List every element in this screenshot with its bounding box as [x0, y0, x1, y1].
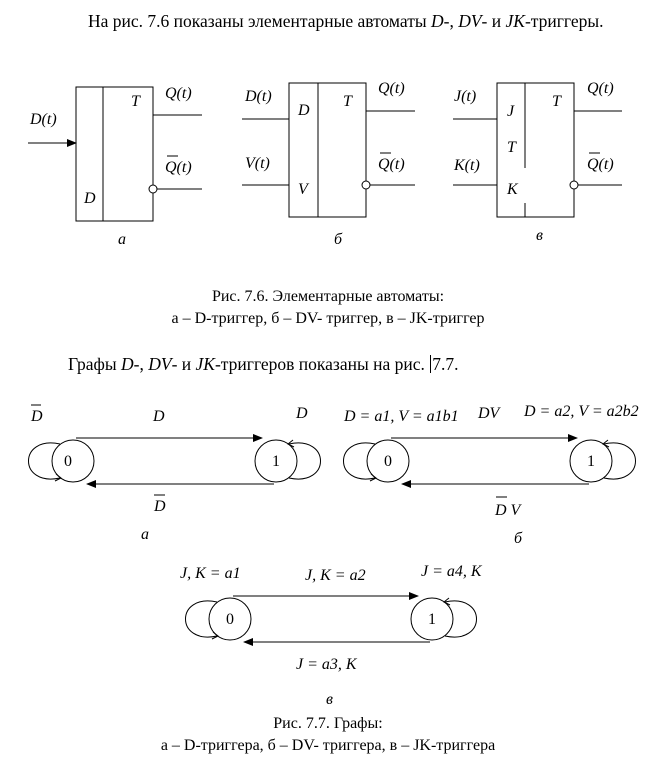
- fig76-b-input-v-label: V(t): [245, 155, 270, 172]
- para2-dv: DV: [148, 354, 172, 374]
- para2-s4: 7.7.: [432, 354, 459, 374]
- fig77-a-loop0: [28, 442, 61, 480]
- fig77-a-sublabel: а: [141, 526, 149, 543]
- fig76-b-sublabel: б: [334, 231, 343, 248]
- fig76-c-inner-t: T: [552, 93, 562, 110]
- fig76-c-input-k-label: K(t): [453, 157, 480, 174]
- fig76-c-box: [496, 82, 575, 218]
- fig76-c-sublabel: в: [536, 227, 543, 244]
- para2-jk: JK: [195, 354, 215, 374]
- fig77-a-graph: [28, 434, 321, 488]
- fig77-a-loop1: [288, 442, 321, 480]
- fig77-b-loop0: [343, 442, 376, 480]
- fig76-c-inverter-bubble: [569, 180, 579, 190]
- fig77-c-loop0-label: J, K = a1: [180, 565, 241, 582]
- fig77-caption-line1: Рис. 7.7. Графы:: [273, 715, 383, 732]
- graphs-paragraph: Графы D-, DV- и JK-триггеров показаны на…: [68, 354, 459, 375]
- fig77-c-loop1-label: J = a4, K: [421, 563, 483, 580]
- fig76-c-out-q: Q(t): [587, 80, 614, 97]
- fig76-a-inner-d: D: [83, 190, 96, 207]
- intro-sep2: - и: [481, 11, 506, 31]
- fig77-a-state0: 0: [64, 453, 72, 470]
- fig77-c-loop1: [444, 600, 477, 638]
- fig77-b-state1: 1: [587, 453, 595, 470]
- para2-s3: -триггеров показаны на рис.: [214, 354, 430, 374]
- fig77-b-loop0-label: D = a1, V = a1b1: [343, 408, 459, 425]
- intro-suffix: -триггеры.: [524, 11, 604, 31]
- fig76-c-input-j-label: J(t): [454, 88, 476, 105]
- fig76-c-inner-j: J: [507, 103, 515, 120]
- fig77-a-state1-node: [254, 439, 298, 483]
- fig77-c-sublabel: в: [326, 691, 333, 708]
- fig77-a-loop1-label: D: [295, 405, 308, 422]
- fig77-c-state1: 1: [428, 611, 436, 628]
- fig77-caption-line2: а – D-триггера, б – DV- триггера, в – JK…: [160, 737, 496, 754]
- fig76-c-jk-trigger: [453, 82, 622, 218]
- fig76-b-box: [288, 82, 367, 218]
- fig77-c-state0: 0: [226, 611, 234, 628]
- fig77-c-loop0-arrowhead: [211, 631, 219, 640]
- intro-text: На рис. 7.6 показаны элементарные автома…: [88, 11, 431, 31]
- fig76-c-inner-k: K: [506, 181, 519, 198]
- fig77-b-loop1-arrowhead: [602, 439, 610, 448]
- intro-d: D: [431, 11, 444, 31]
- fig76-a-sublabel: а: [118, 231, 126, 248]
- fig77-a-state1: 1: [272, 453, 280, 470]
- fig76-a-out-q: Q(t): [165, 85, 192, 102]
- fig76-b-inner-d: D: [297, 102, 310, 119]
- fig77-b-sublabel: б: [514, 530, 523, 547]
- fig77-b-loop0-arrowhead: [369, 473, 377, 482]
- fig77-c-graph: [185, 592, 477, 646]
- fig77-a-loop0-label: D: [30, 408, 43, 425]
- fig77-c-state0-node: [208, 597, 252, 641]
- fig77-b-top-label: DV: [477, 405, 502, 422]
- para2-s1: -,: [133, 354, 149, 374]
- fig77-b-state1-node: [569, 439, 613, 483]
- para2-prefix: Графы: [68, 354, 122, 374]
- fig76-a-out-qbar: Q(t): [165, 159, 192, 176]
- fig76-b-dv-trigger: [242, 82, 415, 218]
- fig76-a-box: [75, 86, 154, 222]
- fig77-c-loop1-arrowhead: [443, 597, 451, 606]
- fig77-b-bottom-label: D V: [494, 502, 523, 519]
- para2-s2: - и: [171, 354, 196, 374]
- intro-sep1: -,: [443, 11, 459, 31]
- fig77-b-graph: [343, 434, 636, 488]
- intro-jk: JK: [505, 11, 525, 31]
- fig76-b-out-q: Q(t): [378, 80, 405, 97]
- fig77-b-loop1: [603, 442, 636, 480]
- fig76-a-d-trigger: [28, 86, 202, 222]
- fig76-caption-line2: а – D-триггер, б – DV- триггер, в – JK-т…: [171, 310, 485, 327]
- fig76-b-inner-v: V: [298, 181, 310, 198]
- fig77-a-loop1-arrowhead: [287, 439, 295, 448]
- intro-paragraph: На рис. 7.6 показаны элементарные автома…: [28, 10, 643, 33]
- fig76-a-input-d-label: D(t): [29, 111, 57, 128]
- para2-d: D: [121, 354, 134, 374]
- fig77-c-state1-node: [410, 597, 454, 641]
- fig77-c-top-label: J, K = a2: [305, 567, 366, 584]
- text-cursor: [430, 355, 432, 373]
- fig76-b-inverter-bubble: [361, 180, 371, 190]
- fig77-a-bottom-label: D: [153, 498, 166, 515]
- fig76-c-out-qbar: Q(t): [587, 156, 614, 173]
- fig77-a-state0-node: [51, 439, 95, 483]
- fig76-b-input-d-label: D(t): [244, 88, 272, 105]
- fig77-b-state0: 0: [384, 453, 392, 470]
- fig76-b-out-qbar: Q(t): [378, 156, 405, 173]
- fig76-caption-line1: Рис. 7.6. Элементарные автоматы:: [211, 288, 445, 305]
- fig77-c-bottom-label: J = a3, K: [296, 656, 358, 673]
- fig77-a-loop0-arrowhead: [54, 473, 62, 482]
- fig76-b-inner-t: T: [343, 93, 353, 110]
- fig76-a-inverter-bubble: [148, 184, 158, 194]
- fig77-b-loop1-label: D = a2, V = a2b2: [523, 403, 639, 420]
- fig77-b-state0-node: [366, 439, 410, 483]
- fig77-c-loop0: [185, 600, 218, 638]
- fig76-c-inner-t-mid: T: [507, 139, 517, 156]
- intro-dv: DV: [458, 11, 482, 31]
- fig77-a-top-label: D: [152, 408, 165, 425]
- fig76-a-inner-t: T: [131, 93, 141, 110]
